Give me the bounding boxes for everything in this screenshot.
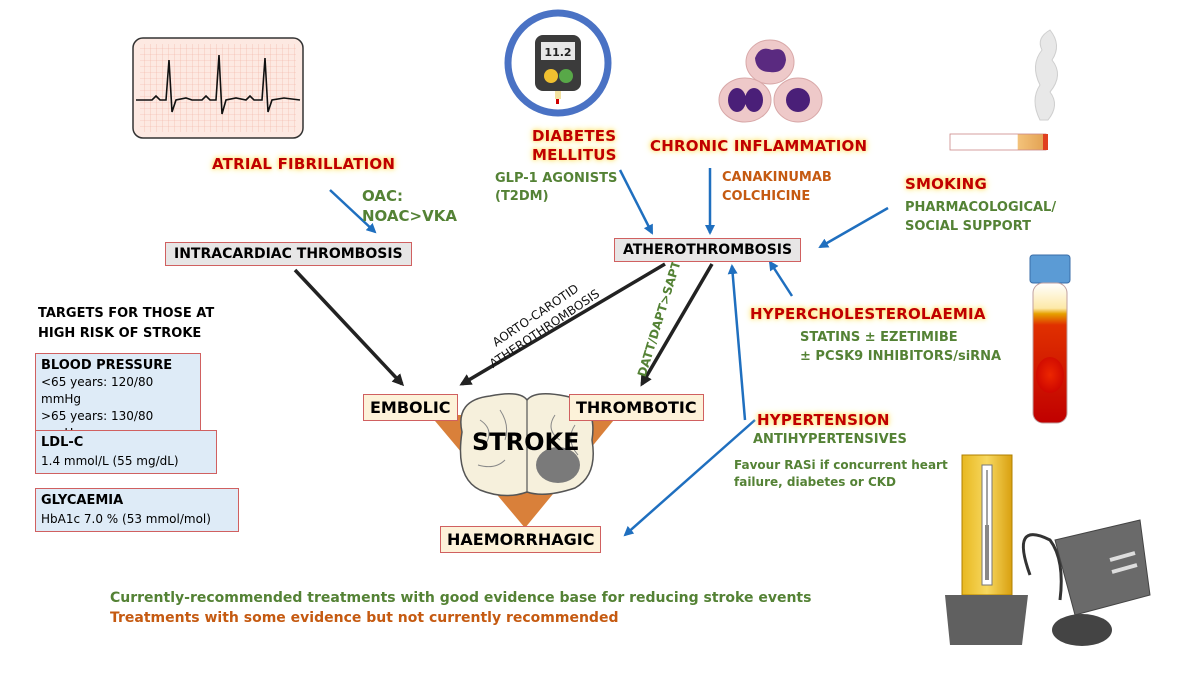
statins-text: STATINS ± EZETIMIBE — [800, 330, 958, 345]
glycaemia-target-value: HbA1c 7.0 % (53 mmol/mol) — [41, 512, 211, 526]
hypertension-risk-label: HYPERTENSION — [757, 411, 890, 429]
smoking-line-1: PHARMACOLOGICAL/ — [905, 200, 1057, 215]
smoking-treatment: PHARMACOLOGICAL/ SOCIAL SUPPORT — [905, 198, 1056, 236]
blood-tube-illustration — [1029, 254, 1071, 424]
pcsk9-text: ± PCSK9 INHIBITORS/siRNA — [800, 349, 1002, 364]
legend-green: Currently-recommended treatments with go… — [110, 590, 812, 606]
atherothrombosis-box: ATHEROTHROMBOSIS — [614, 238, 802, 262]
cigarette-illustration — [949, 29, 1058, 151]
oac-treatment: OAC: NOAC>VKA — [362, 186, 457, 226]
brain-illustration — [459, 393, 594, 497]
canakinumab-text: CANAKINUMAB — [722, 170, 832, 185]
legend-orange: Treatments with some evidence but not cu… — [110, 610, 619, 626]
glycaemia-target-title: GLYCAEMIA — [41, 493, 124, 508]
inflammation-risk-label: CHRONIC INFLAMMATION — [650, 137, 868, 155]
targets-heading-line-1: TARGETS FOR THOSE AT — [38, 306, 215, 321]
glycaemia-target-box: GLYCAEMIA HbA1c 7.0 % (53 mmol/mol) — [35, 488, 239, 532]
smoking-risk-label: SMOKING — [905, 175, 987, 193]
ldl-target-title: LDL-C — [41, 435, 84, 450]
diabetes-risk-label: DIABETES MELLITUS — [532, 127, 617, 165]
ecg-illustration — [132, 37, 304, 139]
colchicine-text: COLCHICINE — [722, 189, 811, 204]
oac-line-2: NOAC>VKA — [362, 207, 457, 225]
ldl-target-value: 1.4 mmol/L (55 mg/dL) — [41, 454, 179, 468]
mechanism-arrows — [293, 262, 714, 387]
antihypertensives-text: ANTIHYPERTENSIVES — [753, 432, 907, 447]
glucometer-reading: 11.2 — [544, 46, 571, 59]
glp1-line-2: (T2DM) — [495, 189, 549, 204]
oac-line-1: OAC: — [362, 187, 403, 205]
rasi-line-1: Favour RASi if concurrent heart — [734, 458, 948, 472]
glp1-line-1: GLP-1 AGONISTS — [495, 171, 618, 186]
diabetes-line-2: MELLITUS — [532, 146, 617, 164]
ldl-target-box: LDL-C 1.4 mmol/L (55 mg/dL) — [35, 430, 217, 474]
rasi-line-2: failure, diabetes or CKD — [734, 475, 897, 489]
targets-heading: TARGETS FOR THOSE AT HIGH RISK OF STROKE — [38, 304, 214, 344]
smoking-line-2: SOCIAL SUPPORT — [905, 219, 1031, 234]
bp-target-title: BLOOD PRESSURE — [41, 358, 173, 373]
af-risk-label: ATRIAL FIBRILLATION — [212, 155, 396, 173]
targets-heading-line-2: HIGH RISK OF STROKE — [38, 326, 202, 341]
intracardiac-thrombosis-box: INTRACARDIAC THROMBOSIS — [165, 242, 412, 266]
haemorrhagic-box: HAEMORRHAGIC — [440, 526, 602, 553]
inflammation-treatment: CANAKINUMAB COLCHICINE — [722, 168, 832, 206]
bp-target-under-65: <65 years: 120/80 mmHg — [41, 375, 154, 406]
cholesterol-risk-label: HYPERCHOLESTEROLAEMIA — [750, 305, 986, 323]
thrombotic-box: THROMBOTIC — [569, 394, 704, 421]
embolic-box: EMBOLIC — [363, 394, 458, 421]
diabetes-line-1: DIABETES — [532, 127, 617, 145]
rasi-note: Favour RASi if concurrent heart failure,… — [734, 457, 948, 491]
glp1-treatment: GLP-1 AGONISTS (T2DM) — [495, 170, 617, 206]
sphygmomanometer-illustration — [945, 454, 1151, 646]
stroke-label: STROKE — [472, 428, 580, 456]
cholesterol-treatment: STATINS ± EZETIMIBE ± PCSK9 INHIBITORS/s… — [800, 328, 1001, 366]
inflammatory-cells-illustration — [718, 39, 823, 123]
treatment-arrows — [329, 168, 889, 537]
glucometer-illustration — [504, 9, 612, 117]
